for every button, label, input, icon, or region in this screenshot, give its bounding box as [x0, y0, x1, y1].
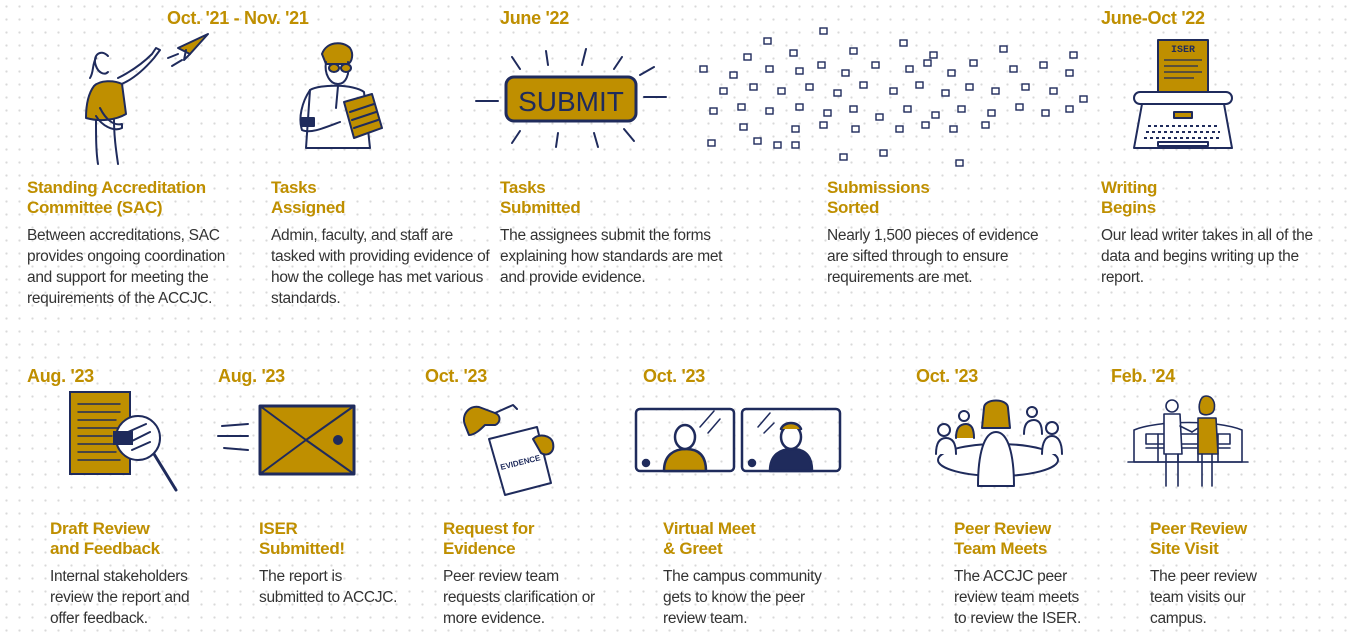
envelope-icon — [217, 400, 358, 485]
date-label: June-Oct '22 — [1101, 8, 1205, 28]
date-label: Oct. '21 - Nov. '21 — [167, 8, 309, 28]
step-title: Tasks Submitted — [500, 178, 581, 218]
title-line-2: Team Meets — [954, 539, 1048, 558]
video-call-icon — [634, 405, 844, 480]
title-line-1: Writing — [1101, 178, 1158, 197]
woman-throwing-paper-plane-icon — [70, 28, 210, 173]
typewriter-icon: ISER — [1128, 36, 1238, 161]
title-line-2: & Greet — [663, 539, 723, 558]
title-line-1: Tasks — [500, 178, 546, 197]
submit-button-icon: SUBMIT — [470, 45, 670, 160]
paper-title: ISER — [1171, 45, 1195, 56]
step-description: Between accreditations, SAC provides ong… — [27, 227, 226, 307]
title-line-1: Virtual Meet — [663, 519, 756, 538]
title-line-1: Peer Review — [954, 519, 1051, 538]
step-description: The peer review team visits our campus. — [1150, 568, 1257, 627]
step-description: Peer review team requests clarification … — [443, 568, 595, 627]
step-title: Standing Accreditation Committee (SAC) — [27, 178, 206, 218]
date-label: Oct. '23 — [425, 366, 487, 386]
campus-handshake-icon — [1127, 390, 1249, 495]
title-line-2: Evidence — [443, 539, 516, 558]
date-label: June '22 — [500, 8, 569, 28]
step-description: Admin, faculty, and staff are tasked wit… — [271, 227, 490, 307]
title-line-2: Committee (SAC) — [27, 198, 163, 217]
title-line-1: Standing Accreditation — [27, 178, 206, 197]
title-line-2: Submitted! — [259, 539, 345, 558]
document-magnifier-icon — [66, 388, 186, 503]
title-line-2: and Feedback — [50, 539, 160, 558]
step-description: The ACCJC peer review team meets to revi… — [954, 568, 1081, 627]
title-line-1: Submissions — [827, 178, 930, 197]
title-line-1: Tasks — [271, 178, 317, 197]
step-title: Peer Review Site Visit — [1150, 519, 1247, 559]
title-line-1: Draft Review — [50, 519, 150, 538]
step-title: Peer Review Team Meets — [954, 519, 1051, 559]
step-description: Our lead writer takes in all of the data… — [1101, 227, 1313, 286]
step-title: Writing Begins — [1101, 178, 1157, 218]
step-title: Draft Review and Feedback — [50, 519, 160, 559]
title-line-1: Peer Review — [1150, 519, 1247, 538]
step-title: Virtual Meet & Greet — [663, 519, 756, 559]
scattered-documents-icon — [699, 26, 1100, 176]
date-label: Aug. '23 — [218, 366, 285, 386]
date-label: Feb. '24 — [1111, 366, 1175, 386]
step-title: Submissions Sorted — [827, 178, 930, 218]
title-line-1: ISER — [259, 519, 298, 538]
step-description: Internal stakeholders review the report … — [50, 568, 190, 627]
evidence-bag-icon: EVIDENCE — [455, 395, 575, 500]
date-label: Oct. '23 — [643, 366, 705, 386]
date-label: Oct. '23 — [916, 366, 978, 386]
title-line-2: Site Visit — [1150, 539, 1219, 558]
title-line-2: Assigned — [271, 198, 346, 217]
step-description: The assignees submit the forms explainin… — [500, 227, 723, 286]
title-line-2: Submitted — [500, 198, 581, 217]
title-line-2: Sorted — [827, 198, 880, 217]
step-description: The campus community gets to know the pe… — [663, 568, 822, 627]
step-title: ISER Submitted! — [259, 519, 345, 559]
step-title: Request for Evidence — [443, 519, 534, 559]
team-meeting-icon — [928, 398, 1068, 493]
date-label: Aug. '23 — [27, 366, 94, 386]
man-reading-document-icon — [280, 38, 400, 163]
title-line-1: Request for — [443, 519, 535, 538]
step-description: The report is submitted to ACCJC. — [259, 568, 398, 606]
step-title: Tasks Assigned — [271, 178, 345, 218]
submit-label: SUBMIT — [518, 86, 624, 117]
step-description: Nearly 1,500 pieces of evidence are sift… — [827, 227, 1039, 286]
title-line-2: Begins — [1101, 198, 1156, 217]
